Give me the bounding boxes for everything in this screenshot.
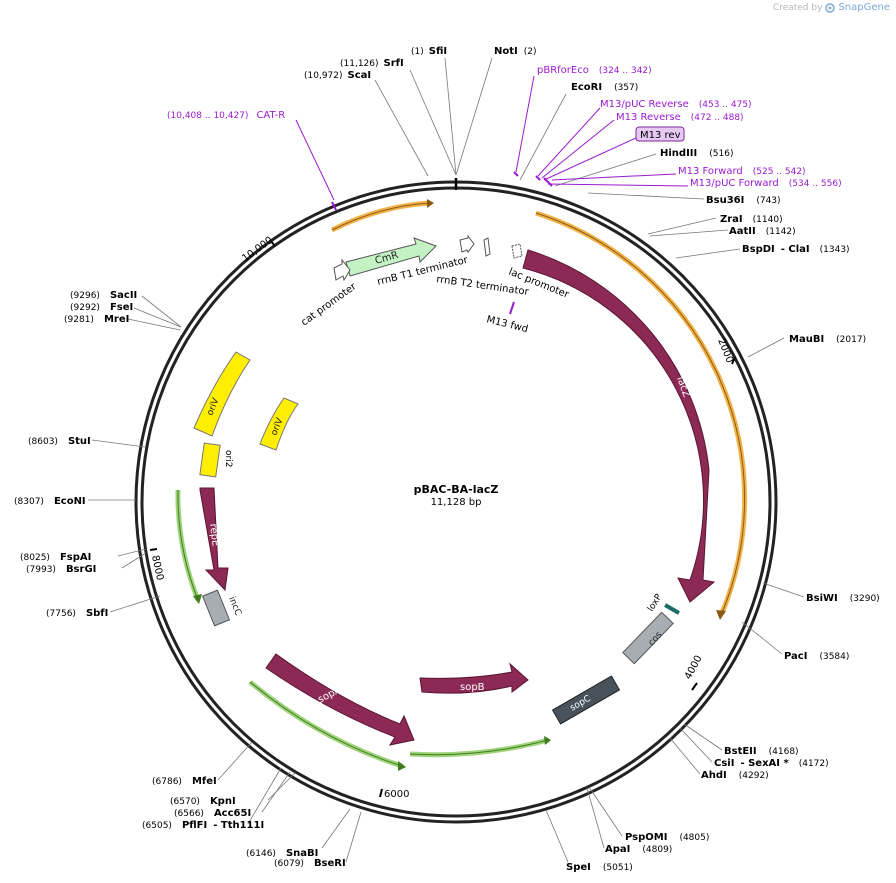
site-bsu36i: Bsu36I(743) bbox=[706, 195, 781, 206]
oriv-outer-feature bbox=[193, 351, 251, 437]
orf-arc-bottom-left-line bbox=[249, 681, 403, 767]
site-ecori: EcoRI(357) bbox=[571, 82, 638, 93]
orf-arc-right-line bbox=[535, 212, 746, 614]
sopa-feature bbox=[265, 653, 415, 746]
ori2-label: ori2 bbox=[223, 450, 233, 467]
site-spei: SpeI(5051) bbox=[566, 862, 633, 873]
site-mfei: (6786)MfeI bbox=[152, 776, 217, 787]
tick-8000 bbox=[149, 548, 158, 551]
primer-m13-forward: M13 Forward(525 .. 542) bbox=[678, 166, 806, 177]
cos-feature bbox=[622, 611, 674, 665]
oriv-inner-feature bbox=[259, 397, 299, 451]
site-econi: (8307)EcoNI bbox=[14, 496, 86, 507]
incc-label: incC bbox=[226, 595, 243, 617]
cat-promoter-feature bbox=[333, 258, 351, 282]
tick-2000 bbox=[731, 356, 736, 365]
site-sbfi: (7756)SbfI bbox=[46, 608, 108, 619]
site-aatii: AatII(1142) bbox=[729, 226, 796, 237]
plasmid-length: 11,128 bp bbox=[431, 497, 482, 508]
orf-arc-left bbox=[175, 489, 201, 601]
site-mrei: (9281)MreI bbox=[64, 314, 129, 325]
sopb-label: sopB bbox=[460, 682, 485, 693]
site-maubi: MauBI(2017) bbox=[789, 334, 866, 345]
snapgene-logo-icon bbox=[825, 2, 836, 13]
sopc-feature bbox=[551, 675, 621, 725]
site-pflfi: (6505)PflFI- Tth111I bbox=[142, 820, 264, 831]
site-noti: NotI(2) bbox=[494, 46, 537, 57]
primer-m13-puc-forward: M13/pUC Forward(534 .. 556) bbox=[690, 178, 842, 189]
rrnb-t2-feature bbox=[483, 237, 491, 257]
primer-marks bbox=[331, 171, 553, 211]
orf-arc-bottom-head bbox=[544, 736, 551, 745]
site-fspai: (8025)FspAI bbox=[20, 552, 91, 563]
repe-feature bbox=[199, 487, 229, 592]
tick-label-6000: 6000 bbox=[384, 789, 409, 800]
site-sacii: (9296)SacII bbox=[70, 290, 137, 301]
site-ahdi: AhdI(4292) bbox=[701, 770, 769, 781]
lacz-feature bbox=[522, 249, 716, 603]
incc-feature bbox=[201, 589, 231, 627]
site-zrai: ZraI(1140) bbox=[720, 214, 783, 225]
site-scai: (10,972)ScaI bbox=[304, 70, 371, 81]
m13-fwd-mark bbox=[509, 301, 515, 315]
site-fsei: (9292)FseI bbox=[70, 302, 133, 313]
primer-pbrforeco: pBRforEco(324 .. 342) bbox=[537, 65, 652, 76]
loxp-feature bbox=[664, 603, 680, 615]
site-csii: CsiI- SexAI *(4172) bbox=[714, 758, 829, 769]
sopb-feature bbox=[419, 662, 529, 694]
site-pspomi: PspOMI(4805) bbox=[625, 832, 709, 843]
orf-arc-bottom-line bbox=[409, 739, 549, 756]
site-paci: PacI(3584) bbox=[784, 651, 849, 662]
plasmid-name: pBAC-BA-lacZ bbox=[414, 483, 499, 496]
orf-arc-right-head bbox=[716, 610, 726, 620]
tick-label-8000: 8000 bbox=[149, 554, 165, 581]
primer-m13-rev-box bbox=[635, 126, 685, 142]
repe-label: repE bbox=[207, 523, 221, 547]
cmr-feature bbox=[345, 237, 437, 277]
site-leaders bbox=[88, 57, 805, 863]
watermark-brand: SnapGene bbox=[838, 2, 890, 13]
site-bspdi: BspDI- ClaI(1343) bbox=[742, 244, 850, 255]
primer-leaders bbox=[295, 75, 689, 201]
primer-cat-r: (10,408 .. 10,427)CAT-R bbox=[167, 110, 285, 121]
orf-arc-top-head bbox=[427, 199, 434, 208]
site-bsteii: BstEII(4168) bbox=[724, 746, 799, 757]
tick-6000 bbox=[379, 788, 383, 798]
tick-label-4000: 4000 bbox=[683, 654, 705, 682]
watermark-prefix: Created by bbox=[772, 2, 823, 13]
m13-fwd-label: M13 fwd bbox=[485, 314, 529, 335]
site-bseri: (6079)BseRI bbox=[274, 858, 346, 869]
site-sfii: (1)SfiI bbox=[411, 46, 447, 57]
primer-m13-reverse: M13 Reverse(472 .. 488) bbox=[616, 112, 744, 123]
orf-arc-left-line bbox=[177, 489, 199, 601]
orf-arc-bottom-left-head bbox=[398, 761, 406, 771]
site-acc65i: (6566)Acc65I bbox=[174, 808, 251, 819]
tick-4000 bbox=[691, 682, 698, 691]
watermark: Created by SnapGene bbox=[773, 2, 890, 13]
site-apai: ApaI(4809) bbox=[605, 844, 672, 855]
orf-arc-left-head bbox=[193, 594, 202, 604]
site-kpni: (6570)KpnI bbox=[170, 796, 236, 807]
site-bsiwi: BsiWI(3290) bbox=[806, 593, 880, 604]
ori2-feature bbox=[199, 442, 221, 478]
lac-promoter-feature bbox=[511, 243, 523, 259]
primer-m13-puc-reverse: M13/pUC Reverse(453 .. 475) bbox=[600, 99, 752, 110]
primer-m13-rev-label: M13 rev bbox=[640, 130, 681, 141]
site-stui: (8603)StuI bbox=[28, 436, 91, 447]
tick-10000 bbox=[269, 239, 276, 247]
site-srfi: (11,126)SrfI bbox=[340, 58, 404, 69]
site-snabi: (6146)SnaBI bbox=[246, 848, 318, 859]
loxp-label: loxP bbox=[646, 592, 665, 613]
orf-arc-top-line bbox=[331, 202, 431, 231]
cat-promoter-label: cat promoter bbox=[299, 281, 359, 329]
site-bsrgi: (7993)BsrGI bbox=[26, 564, 96, 575]
site-hindiii: HindIII(516) bbox=[660, 148, 733, 159]
rrnb-t1-feature bbox=[459, 234, 475, 253]
